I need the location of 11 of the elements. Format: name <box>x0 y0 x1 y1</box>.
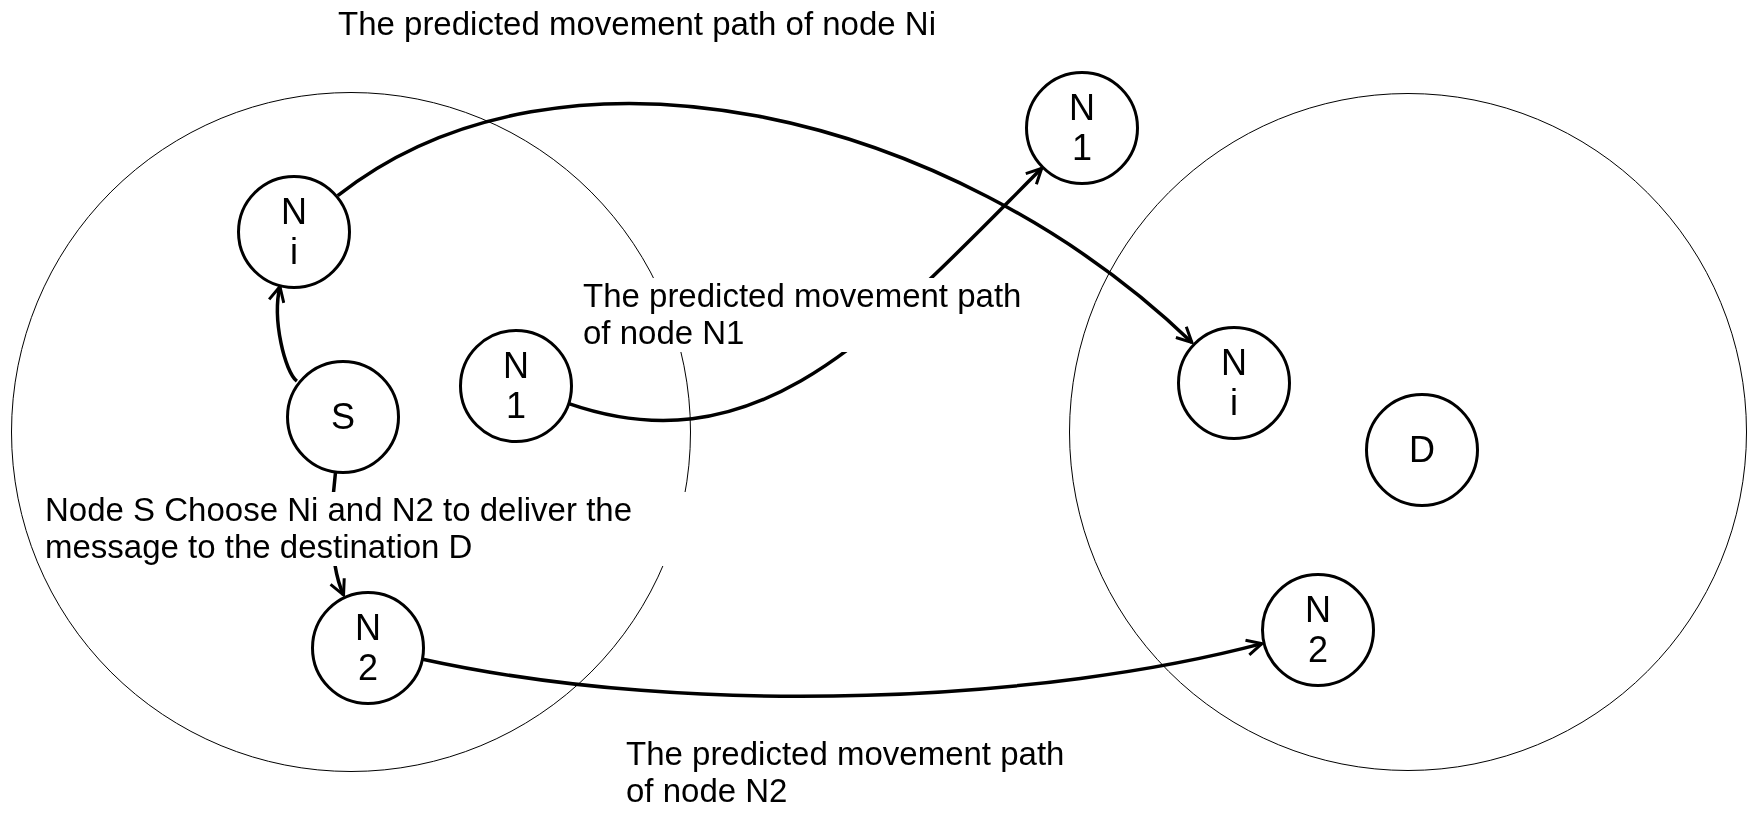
node-circle: D <box>1365 393 1479 507</box>
node-circle: N 2 <box>311 591 425 705</box>
arrow <box>336 102 1194 344</box>
node-circle: N i <box>237 175 351 289</box>
node-circle: N 2 <box>1261 573 1375 687</box>
node-circle: N 1 <box>459 329 573 443</box>
arrow <box>268 285 299 383</box>
node-circle: N i <box>1177 326 1291 440</box>
node-circle: S <box>286 360 400 474</box>
arrow <box>422 638 1264 699</box>
node-circle: N 1 <box>1025 71 1139 185</box>
